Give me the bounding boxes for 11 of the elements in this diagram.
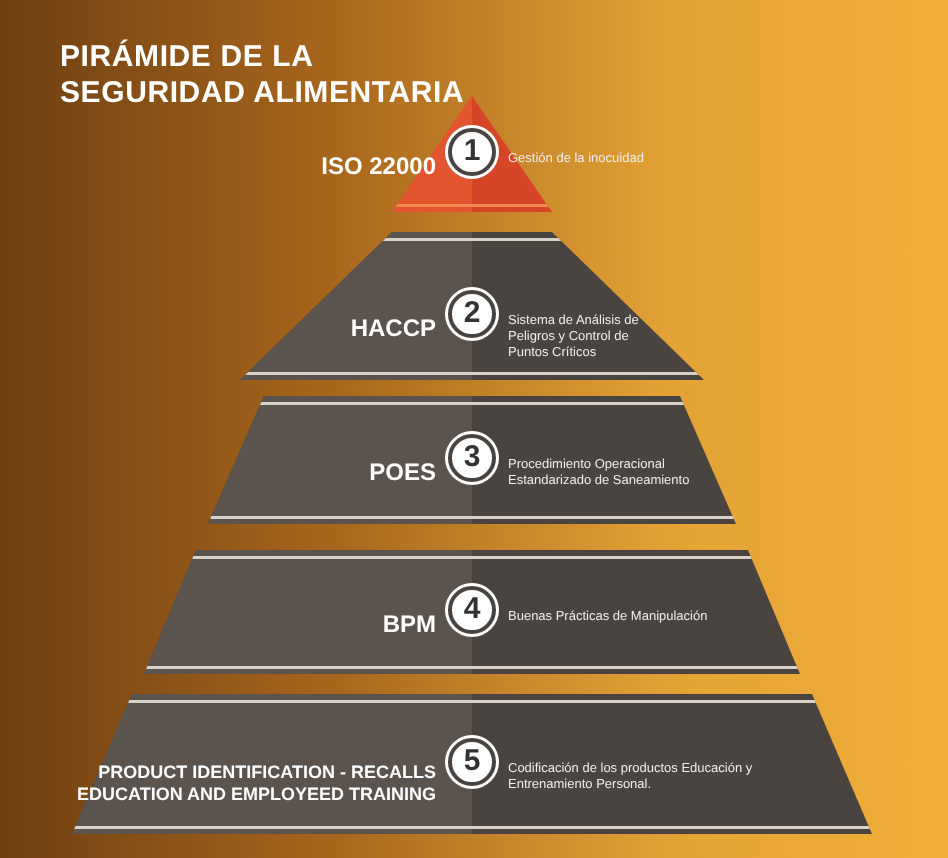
level-name: HACCP [348, 314, 436, 342]
title: PIRÁMIDE DE LA SEGURIDAD ALIMENTARIA [60, 40, 467, 112]
level-name: ISO 22000 [319, 152, 436, 180]
level-name: POES [367, 458, 436, 486]
level-name: BPM [380, 610, 436, 638]
number-badge: 3 [448, 434, 496, 482]
number-badge: 1 [448, 128, 496, 176]
level-name: PRODUCT IDENTIFICATION - RECALLS EDUCATION AND EMPLOYEED TRAINING [74, 762, 436, 806]
number-badge: 4 [448, 586, 496, 634]
number-badge: 2 [448, 290, 496, 338]
number-badge: 5 [448, 738, 496, 786]
